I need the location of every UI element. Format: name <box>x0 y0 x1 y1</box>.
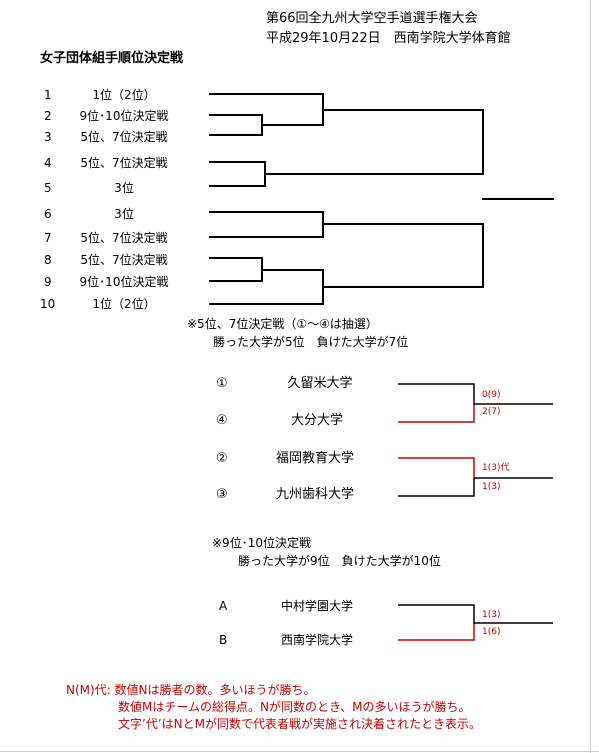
entry-label: 3位 <box>114 181 134 195</box>
entry-number: 7 <box>44 231 52 245</box>
entry-label: 1位（2位） <box>92 88 156 102</box>
match-score: 1(3) <box>482 610 501 620</box>
tournament-title: 第66回全九州大学空手道選手権大会 <box>266 11 478 26</box>
page-bottom-edge <box>0 751 599 752</box>
entry-number: 9 <box>44 275 52 289</box>
legend-line1: N(M)代: 数値Nは勝者の数。多いほうが勝ち。 <box>66 683 316 697</box>
bracket-9-10-winner <box>398 624 475 641</box>
bracket-semi-top <box>264 109 484 175</box>
entry-number: 6 <box>44 207 52 221</box>
bracket-5-7-bottom-winner <box>398 457 475 478</box>
legend-line3: 文字’代’はNとMが同数で代表者戦が実施され決着されたとき表示。 <box>118 717 481 731</box>
bracket-match-2-3 <box>209 114 263 136</box>
bracket-match-8-9 <box>209 257 263 282</box>
bracket-match-4-5 <box>209 161 266 187</box>
entry-number: 3 <box>44 130 52 144</box>
entry-number: 5 <box>44 181 52 195</box>
entry-seed: ④ <box>216 413 228 428</box>
bracket-semi-bottom <box>322 223 484 288</box>
entry-number: 10 <box>40 297 56 311</box>
note-9-10-line1: ※9位･10位決定戦 <box>212 536 311 550</box>
entry-number: 4 <box>44 156 52 170</box>
entry-seed: B <box>219 633 228 647</box>
entry-label: 3位 <box>114 207 134 221</box>
match-score: 2(7) <box>482 407 501 417</box>
note-9-10-line2: 勝った大学が9位 負けた大学が10位 <box>238 554 441 568</box>
entry-number: 8 <box>44 253 52 267</box>
entry-team: 西南学院大学 <box>280 633 354 647</box>
entry-team: 久留米大学 <box>287 376 353 391</box>
entry-seed: ① <box>216 376 228 391</box>
entry-label: 5位、7位決定戦 <box>80 130 168 144</box>
bracket-5-7-top-loser <box>398 383 475 405</box>
entry-seed: ② <box>216 451 228 466</box>
match-score: 1(6) <box>482 627 501 637</box>
entry-label: 5位、7位決定戦 <box>80 231 168 245</box>
bracket-9-10-loser <box>398 604 475 624</box>
match-score: 1(3) <box>482 482 501 492</box>
entry-number: 2 <box>44 109 52 123</box>
entry-team: 九州歯科大学 <box>275 487 355 502</box>
entry-seed: ③ <box>216 487 228 502</box>
bracket-match-w89-10 <box>209 269 324 305</box>
match-score: 1(3)代 <box>482 463 510 473</box>
entry-team: 大分大学 <box>290 413 344 428</box>
entry-label: 9位･10位決定戦 <box>79 275 169 289</box>
bracket-match-1-w23 <box>209 93 324 126</box>
section-title: 女子団体組手順位決定戦 <box>40 51 184 66</box>
entry-team: 中村学園大学 <box>280 599 354 613</box>
match-score: 0(9) <box>482 390 501 400</box>
note-5-7-line2: 勝った大学が5位 負けた大学が7位 <box>213 335 409 349</box>
entry-label: 5位、7位決定戦 <box>80 253 168 267</box>
tournament-date-venue: 平成29年10月22日 西南学院大学体育館 <box>266 31 511 46</box>
bracket-5-7-top-winner <box>398 405 475 423</box>
entry-team: 福岡教育大学 <box>275 451 355 466</box>
legend-line2: 数値Mはチームの総得点。Nが同数のとき、Mの多いほうが勝ち。 <box>118 700 471 714</box>
entry-number: 1 <box>44 88 52 102</box>
bracket-5-7-bottom-loser <box>398 478 475 497</box>
entry-seed: A <box>219 599 228 613</box>
entry-label: 5位、7位決定戦 <box>80 156 168 170</box>
page-edge <box>590 0 591 753</box>
bracket-match-6-7 <box>209 211 324 238</box>
entry-label: 9位･10位決定戦 <box>79 109 169 123</box>
entry-label: 1位（2位） <box>92 297 156 311</box>
note-5-7-line1: ※5位、7位決定戦（①～④は抽選） <box>187 317 378 331</box>
